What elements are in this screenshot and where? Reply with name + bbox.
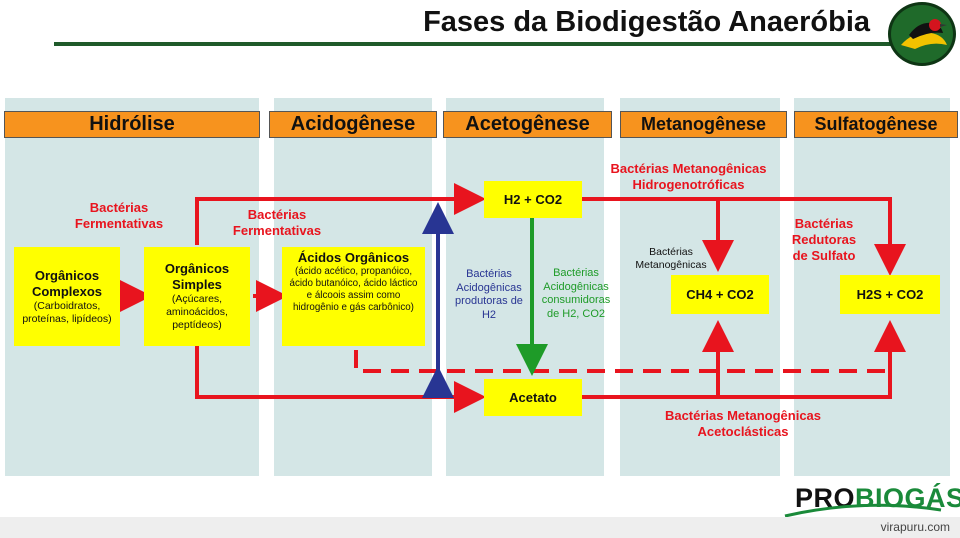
box-main-text: Orgânicos Complexos: [31, 267, 103, 299]
box-acetato: Acetato: [484, 379, 582, 416]
box-sub-text: (ácido acético, propanóico, ácido butanó…: [289, 266, 418, 313]
box-h2s-co2: H2S + CO2: [840, 275, 940, 314]
phase-acetogenese: Acetogênese: [443, 111, 612, 138]
box-ch4-co2: CH4 + CO2: [671, 275, 769, 314]
label-bacterias-metanogenicas: Bactérias Metanogênicas: [635, 246, 707, 271]
probiogas-logo: PROBIOGÁS: [795, 483, 960, 514]
label-bacterias-fermentativas-2: Bactérias Fermentativas: [232, 207, 322, 238]
box-main-text: H2S + CO2: [856, 286, 924, 302]
box-sub-text: (Carboidratos, proteínas, lipídeos): [22, 299, 112, 325]
box-sub-text: (Açúcares, aminoácidos, peptídeos): [166, 293, 228, 331]
phase-metanogenese: Metanogênese: [620, 111, 787, 138]
bird-logo-icon: [888, 2, 956, 66]
label-bacterias-acidogenicas-consumidoras: Bactérias Acidogênicas consumidoras de H…: [541, 267, 611, 320]
box-h2-co2: H2 + CO2: [484, 181, 582, 218]
label-bacterias-fermentativas-1: Bactérias Fermentativas: [74, 200, 164, 231]
box-main-text: Acetato: [509, 389, 557, 405]
footer-bar: [0, 517, 960, 538]
title-underline: [54, 42, 892, 46]
probiogas-swoosh-icon: [784, 503, 942, 518]
page-title: Fases da Biodigestão Anaeróbia: [423, 6, 870, 38]
brand-biogas: BIOGÁS: [855, 483, 960, 513]
label-bacterias-metanogenicas-hidrogenotroficas: Bactérias Metanogênicas Hidrogenotrófica…: [610, 161, 767, 192]
box-main-text: Orgânicos Simples: [164, 261, 230, 292]
label-bacterias-redutoras-sulfato: Bactérias Redutoras de Sulfato: [791, 216, 857, 263]
box-main-text: Ácidos Orgânicos: [297, 250, 410, 265]
label-bacterias-acidogenicas-produtoras: Bactérias Acidogênicas produtoras de H2: [455, 268, 523, 321]
label-bacterias-metanogenicas-acetoclasticas: Bactérias Metanogênicas Acetoclásticas: [664, 408, 822, 439]
phase-hidrolise: Hidrólise: [4, 111, 260, 138]
box-acidos-organicos: Ácidos Orgânicos (ácido acético, propanó…: [282, 247, 425, 346]
box-organicos-complexos: Orgânicos Complexos (Carboidratos, prote…: [14, 247, 120, 346]
box-main-text: CH4 + CO2: [686, 286, 754, 302]
box-organicos-simples: Orgânicos Simples (Açúcares, aminoácidos…: [144, 247, 250, 346]
site-url: virapuru.com: [880, 520, 950, 534]
phase-sulfatogenese: Sulfatogênese: [794, 111, 958, 138]
box-main-text: H2 + CO2: [503, 191, 563, 207]
phase-acidogenese: Acidogênese: [269, 111, 437, 138]
